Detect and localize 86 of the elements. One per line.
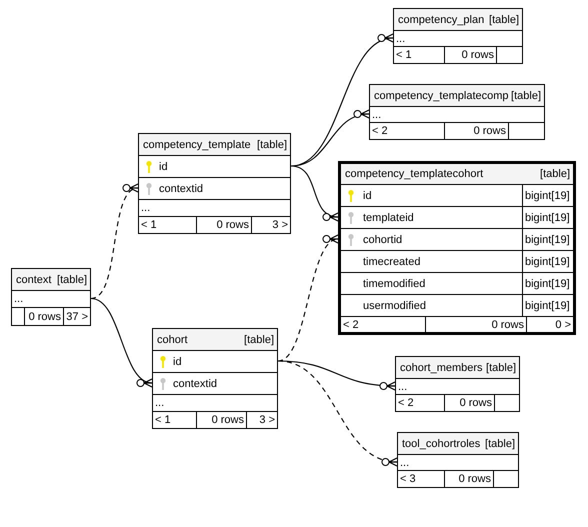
- footer-text: 0 rows: [458, 473, 491, 485]
- table-footer-row: [394, 46, 522, 63]
- table-type-label: [table]: [485, 438, 515, 450]
- table-type-label: [table]: [486, 362, 516, 374]
- column-type: bigint[19]: [525, 190, 570, 202]
- table-type-label: [table]: [257, 138, 287, 150]
- table-name: cohort_members: [400, 362, 483, 374]
- table-type-label: [table]: [540, 168, 570, 180]
- column-name: id: [173, 356, 182, 368]
- table-footer-row: [398, 470, 518, 487]
- footer-text: < 3: [400, 473, 416, 485]
- column-type: bigint[19]: [525, 278, 570, 290]
- column-name: id: [159, 160, 168, 172]
- column-name: contextid: [173, 378, 218, 390]
- table-footer-row: [139, 216, 290, 233]
- table-box: [393, 8, 523, 64]
- ellipsis-text: ...: [400, 456, 410, 468]
- column-name: templateid: [363, 212, 414, 224]
- column-name: usermodified: [363, 300, 426, 312]
- relationship-line: [90, 184, 140, 300]
- table-type-label: [table]: [489, 14, 519, 26]
- column-name: timemodified: [363, 278, 426, 290]
- footer-text: 0 rows: [212, 414, 244, 426]
- table-footer-row: [341, 316, 573, 332]
- table-name: cohort: [157, 334, 188, 346]
- table-name: tool_cohortroles: [402, 438, 480, 450]
- table-footer-row: [12, 307, 90, 325]
- footer-text: < 1: [141, 219, 157, 231]
- footer-text: 3 >: [259, 414, 275, 426]
- footer-text: 0 rows: [462, 49, 494, 61]
- column-type: bigint[19]: [525, 300, 570, 312]
- column-name: id: [363, 190, 372, 202]
- table-footer-row: [370, 122, 544, 139]
- footer-text: < 2: [398, 397, 414, 409]
- footer-text: < 1: [155, 414, 171, 426]
- table-name: competency_template: [143, 138, 251, 150]
- table-box: [338, 161, 576, 335]
- table-footer-row: [153, 411, 277, 428]
- table-type-label: [table]: [244, 334, 274, 346]
- footer-text: 37 >: [66, 310, 88, 322]
- table-name: competency_templatecohort: [345, 168, 484, 180]
- relationship-line: [90, 298, 154, 388]
- footer-text: 0 rows: [492, 318, 524, 330]
- table-box: [11, 268, 91, 326]
- ellipsis-text: ...: [141, 202, 150, 214]
- table-footer-row: [396, 394, 519, 411]
- table-name: competency_plan: [398, 14, 484, 26]
- relationship-line: [278, 360, 398, 467]
- table-type-label: [table]: [57, 274, 87, 286]
- column-name: cohortid: [363, 234, 402, 246]
- column-type: bigint[19]: [525, 256, 570, 268]
- table-row: [341, 184, 573, 206]
- ellipsis-text: ...: [396, 32, 406, 44]
- footer-text: < 2: [372, 125, 388, 137]
- table-box: [395, 356, 520, 412]
- table-box: [138, 133, 291, 234]
- column-name: contextid: [159, 182, 204, 194]
- table-box: [369, 84, 545, 140]
- ellipsis-text: ...: [372, 108, 382, 120]
- footer-text: 3 >: [272, 219, 288, 231]
- table-row: [341, 250, 573, 272]
- footer-text: < 1: [396, 49, 412, 61]
- relationship-line: [278, 234, 340, 362]
- table-row: [341, 206, 573, 228]
- table-box: [152, 328, 278, 429]
- table-row: [341, 272, 573, 294]
- footer-text: 0 rows: [28, 310, 61, 322]
- column-type: bigint[19]: [525, 234, 570, 246]
- relationship-line: [290, 165, 340, 222]
- table-name: competency_templatecomp: [374, 90, 509, 102]
- footer-text: 0 rows: [474, 125, 506, 137]
- table-row: [341, 294, 573, 316]
- footer-text: 0 rows: [216, 219, 249, 231]
- ellipsis-text: ...: [155, 397, 164, 409]
- column-name: timecreated: [363, 256, 420, 268]
- table-box: [397, 432, 519, 488]
- table-name: context: [16, 274, 52, 286]
- table-type-label: [table]: [511, 90, 541, 102]
- column-type: bigint[19]: [525, 212, 570, 224]
- footer-text: < 2: [343, 318, 359, 330]
- ellipsis-text: ...: [14, 293, 24, 305]
- table-row: [341, 228, 573, 250]
- relationship-line: [290, 34, 394, 167]
- ellipsis-text: ...: [398, 380, 408, 392]
- footer-text: 0 rows: [460, 397, 492, 409]
- footer-text: 0 >: [555, 318, 571, 330]
